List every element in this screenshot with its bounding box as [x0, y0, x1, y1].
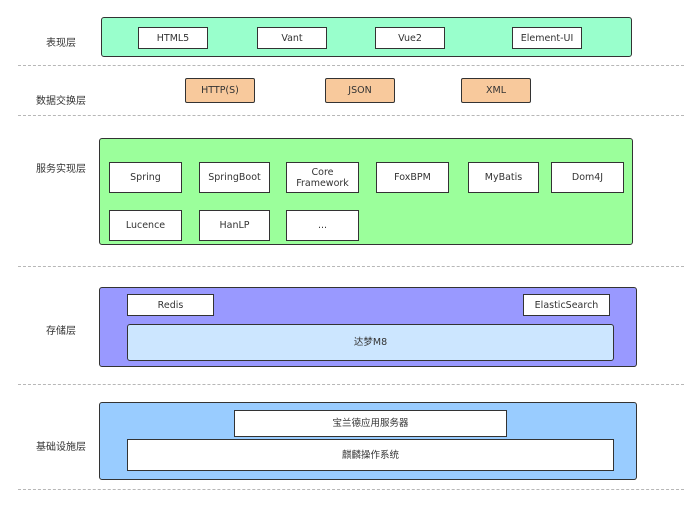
- exchange-item-json: JSON: [325, 78, 395, 103]
- exchange-item-http: HTTP(S): [185, 78, 255, 103]
- exchange-layer-label: 数据交换层: [36, 96, 86, 107]
- presentation-item-vue2: Vue2: [375, 27, 445, 49]
- presentation-item-vant: Vant: [257, 27, 327, 49]
- service-item-core-framework: Core Framework: [286, 162, 359, 193]
- service-item-more: ...: [286, 210, 359, 241]
- service-item-spring: Spring: [109, 162, 182, 193]
- service-item-lucence: Lucence: [109, 210, 182, 241]
- infra-item-kylin-os: 麒麟操作系统: [127, 439, 614, 471]
- presentation-layer-panel: HTML5 Vant Vue2 Element-UI: [101, 17, 632, 57]
- service-layer-panel: Spring SpringBoot Core Framework FoxBPM …: [99, 138, 633, 245]
- storage-layer-label: 存储层: [46, 326, 76, 337]
- storage-layer-panel: Redis ElasticSearch 达梦M8: [99, 287, 637, 367]
- service-item-mybatis: MyBatis: [468, 162, 539, 193]
- infra-item-app-server: 宝兰德应用服务器: [234, 410, 507, 437]
- presentation-item-html5: HTML5: [138, 27, 208, 49]
- storage-item-elasticsearch: ElasticSearch: [523, 294, 610, 316]
- divider-3: [18, 266, 684, 267]
- divider-1: [18, 65, 684, 66]
- exchange-item-xml: XML: [461, 78, 531, 103]
- presentation-layer-label: 表现层: [46, 38, 76, 49]
- service-item-foxbpm: FoxBPM: [376, 162, 449, 193]
- divider-2: [18, 115, 684, 116]
- service-item-dom4j: Dom4J: [551, 162, 624, 193]
- divider-5: [18, 489, 684, 490]
- service-layer-label: 服务实现层: [36, 164, 86, 175]
- divider-4: [18, 384, 684, 385]
- service-item-hanlp: HanLP: [199, 210, 270, 241]
- storage-item-dameng-m8: 达梦M8: [127, 324, 614, 361]
- infrastructure-layer-panel: 宝兰德应用服务器 麒麟操作系统: [99, 402, 637, 480]
- storage-item-redis: Redis: [127, 294, 214, 316]
- infrastructure-layer-label: 基础设施层: [36, 442, 86, 453]
- presentation-item-element-ui: Element-UI: [512, 27, 582, 49]
- service-item-springboot: SpringBoot: [199, 162, 270, 193]
